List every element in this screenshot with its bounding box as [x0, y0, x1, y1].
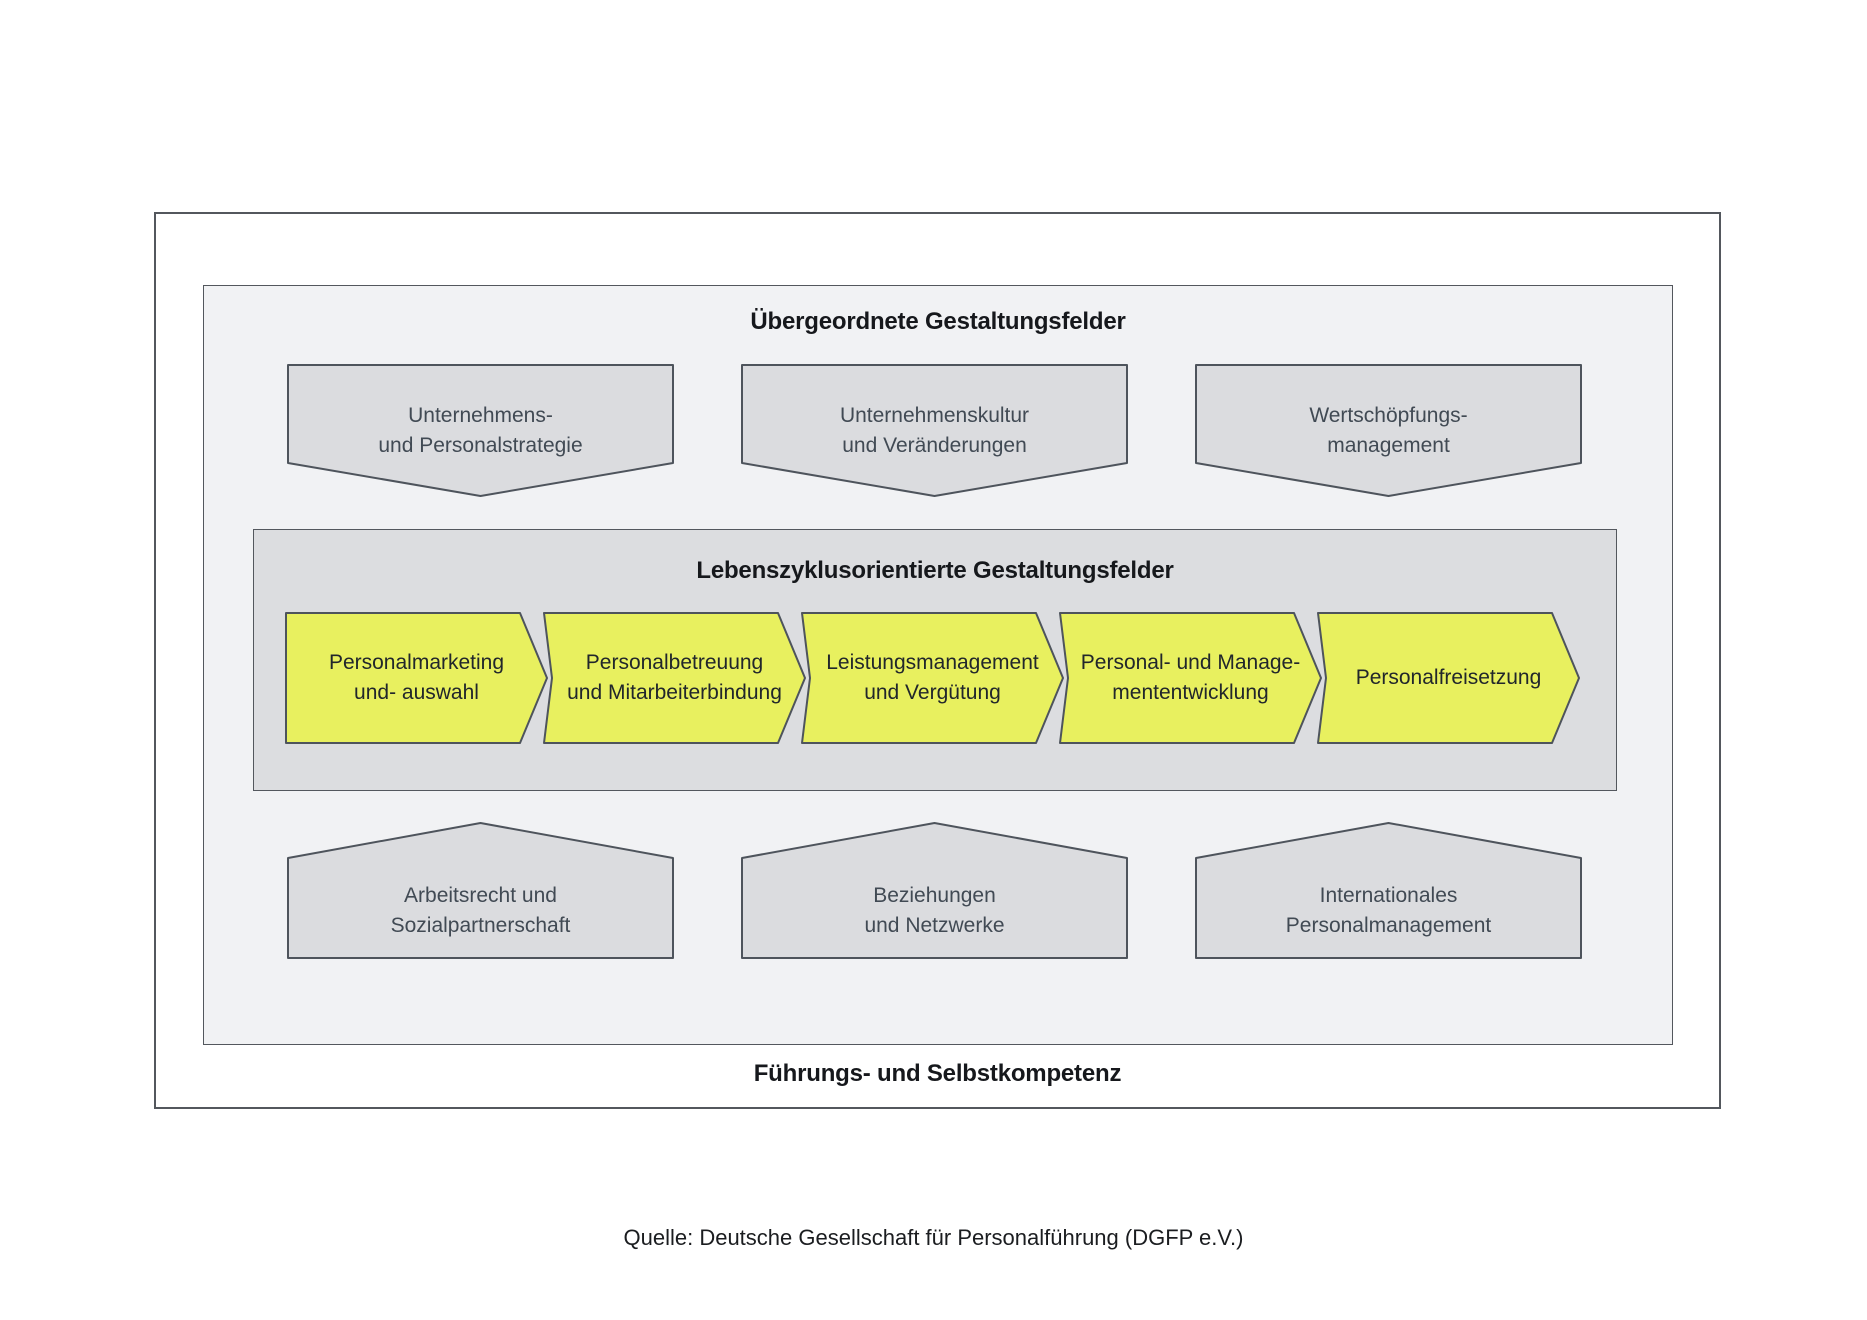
pentagon-up-shape [287, 822, 674, 959]
label-line: Personalmarketing [328, 651, 505, 674]
pentagon-label-internationales: Internationales Personalmanagement [1195, 822, 1582, 959]
pentagon-down-shape [1195, 364, 1582, 497]
pentagon-label-strategie: Unternehmens- und Personalstrategie [287, 364, 674, 497]
pentagon-label-wertschoepfung: Wertschöpfungs- management [1195, 364, 1582, 497]
pentagon-label-beziehungen: Beziehungen und Netzwerke [741, 822, 1128, 959]
label-line: Personalbetreuung [585, 651, 764, 674]
label-line: Leistungsmanagement [826, 651, 1039, 674]
label-line: Personal- und Manage- [1080, 651, 1301, 674]
pentagon-down-shape [287, 364, 674, 497]
label-line: management [1327, 433, 1450, 457]
chevron-arrow-shape [1317, 612, 1580, 744]
middle-section-title: Lebenszyklusorientierte Gestaltungsfelde… [696, 557, 1174, 584]
pentagon-down-shape [741, 364, 1128, 497]
label-line: und Personalstrategie [378, 433, 583, 457]
label-line: und Mitarbeiterbindung [567, 681, 782, 704]
pentagon-up-shape [741, 822, 1128, 959]
label-line: und Vergütung [864, 681, 1001, 704]
label-line: Wertschöpfungs- [1309, 403, 1468, 427]
label-line: Sozialpartnerschaft [390, 913, 571, 937]
chevron-arrow-shape [801, 612, 1064, 744]
chevron-arrow-shape [543, 612, 806, 744]
label-line: und Netzwerke [864, 913, 1005, 937]
source-caption: Quelle: Deutsche Gesellschaft für Person… [623, 1225, 1244, 1250]
label-line: und Veränderungen [842, 433, 1027, 457]
label-line: Arbeitsrecht und [404, 883, 557, 907]
chevron-arrow-shape [285, 612, 548, 744]
label-line: Beziehungen [873, 883, 996, 907]
top-section-title: Übergeordnete Gestaltungsfelder [750, 308, 1126, 335]
arrow-label-personalmarketing: Personalmarketing und- auswahl [285, 612, 548, 744]
pentagon-label-arbeitsrecht: Arbeitsrecht und Sozialpartnerschaft [287, 822, 674, 959]
label-line: Unternehmenskultur [839, 403, 1030, 427]
label-line: Unternehmens- [408, 403, 553, 427]
label-line: Personalfreisetzung [1355, 666, 1542, 689]
pentagon-up-shape [1195, 822, 1582, 959]
arrow-label-leistungsmanagement: Leistungsmanagement und Vergütung [801, 612, 1064, 744]
arrow-label-personalfreisetzung: Personalfreisetzung [1317, 612, 1580, 744]
arrow-label-managemententwicklung: Personal- und Manage- mententwicklung [1059, 612, 1322, 744]
pentagon-label-kultur: Unternehmenskultur und Veränderungen [741, 364, 1128, 497]
footer-title: Führungs- und Selbstkompetenz [753, 1060, 1122, 1087]
chevron-arrow-shape [1059, 612, 1322, 744]
label-line: mententwicklung [1112, 681, 1269, 704]
label-line: Internationales [1319, 883, 1458, 907]
label-line: und- auswahl [354, 681, 479, 704]
label-line: Personalmanagement [1285, 913, 1492, 937]
arrow-label-personalbetreuung: Personalbetreuung und Mitarbeiterbindung [543, 612, 806, 744]
